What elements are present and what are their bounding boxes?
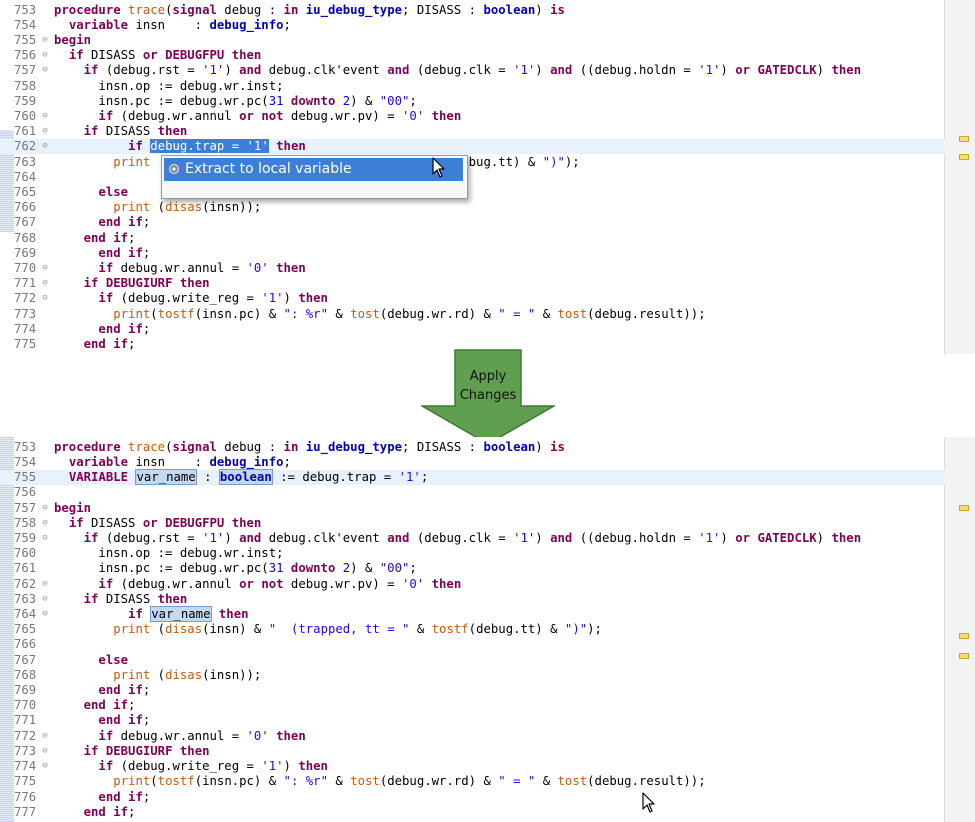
code-line: 762⊖ if (debug.wr.annul or not debug.wr.… <box>14 577 462 591</box>
overview-marker[interactable] <box>959 653 969 659</box>
code-line: 771 end if; <box>14 713 151 727</box>
code-line-current: 755 VARIABLE var_name : boolean := debug… <box>0 469 945 486</box>
code-line: 754 variable insn : debug_info; <box>14 455 291 469</box>
code-line: 758 insn.op := debug.wr.inst; <box>14 79 284 93</box>
code-line: 768 end if; <box>14 231 136 245</box>
code-line: 775 end if; <box>14 337 136 351</box>
apply-changes-arrow: Apply Changes <box>419 349 557 445</box>
code-line: 759⊖ if (debug.rst = '1') and debug.clk'… <box>14 531 862 545</box>
code-line: 769 end if; <box>14 246 151 260</box>
text-selection[interactable]: debug.trap = '1' <box>150 139 269 153</box>
overview-marker[interactable] <box>959 505 969 511</box>
variable-type-link[interactable]: boolean <box>218 469 273 485</box>
change-marker-bar <box>0 130 14 232</box>
code-line: 767 else <box>14 653 129 667</box>
overview-ruler <box>944 437 975 822</box>
code-line: 770 end if; <box>14 698 136 712</box>
overview-marker[interactable] <box>959 633 969 639</box>
code-line: 766 <box>14 637 37 651</box>
code-line: 760 insn.op := debug.wr.inst; <box>14 546 284 560</box>
code-line: 763⊖ if DISASS then <box>14 592 188 606</box>
code-line: 763 print tostf(debug.tt) & ")"); <box>14 155 580 169</box>
code-line: 774⊖ if (debug.write_reg = '1') then <box>14 759 328 773</box>
overview-marker[interactable] <box>959 136 969 142</box>
code-line: 775 print(tostf(insn.pc) & ": %r" & tost… <box>14 774 706 788</box>
code-line: 761⊖ if DISASS then <box>14 124 188 138</box>
code-line: 773 print(tostf(insn.pc) & ": %r" & tost… <box>14 307 706 321</box>
code-line: 767 end if; <box>14 215 151 229</box>
code-line: 765 else <box>14 185 129 199</box>
code-line: 757⊖ if (debug.rst = '1') and debug.clk'… <box>14 63 862 77</box>
code-line: 759 insn.pc := debug.wr.pc(31 downto 2) … <box>14 94 417 108</box>
arrow-label: Apply Changes <box>459 369 517 403</box>
code-line: 764⊖ if var_name then <box>14 606 249 622</box>
code-line: 755⊖begin <box>14 33 92 47</box>
mouse-cursor-icon <box>432 157 445 178</box>
variable-name-selection[interactable]: var_name <box>135 469 197 485</box>
code-line: 756⊖ if DISASS or DEBUGFPU then <box>14 48 262 62</box>
overview-ruler <box>944 0 975 354</box>
code-line: 774 end if; <box>14 322 151 336</box>
code-line: 758⊖ if DISASS or DEBUGFPU then <box>14 516 262 530</box>
code-line: 769 end if; <box>14 683 151 697</box>
code-line: 754 variable insn : debug_info; <box>14 18 291 32</box>
code-line: 770⊖ if debug.wr.annul = '0' then <box>14 261 306 275</box>
code-line-current: 762⊖ if debug.trap = '1' then <box>0 139 945 155</box>
overview-marker[interactable] <box>959 154 969 160</box>
code-line: 760⊖ if (debug.wr.annul or not debug.wr.… <box>14 109 462 123</box>
quick-assist-popup: Extract to local variable <box>161 155 468 199</box>
variable-reference[interactable]: var_name <box>150 606 212 622</box>
down-arrow-icon <box>419 349 557 445</box>
code-line: 765 print (disas(insn) & " (trapped, tt … <box>14 622 602 636</box>
menu-item-extract-local-variable[interactable]: Extract to local variable <box>164 158 463 181</box>
code-line: 773⊖ if DEBUGIURF then <box>14 744 210 758</box>
code-line: 772⊖ if (debug.write_reg = '1') then <box>14 291 328 305</box>
mouse-cursor-icon <box>642 792 655 813</box>
code-line: 757⊖begin <box>14 501 92 515</box>
code-line: 756 <box>14 485 37 499</box>
code-line: 768 print (disas(insn)); <box>14 668 262 682</box>
code-line: 772⊖ if debug.wr.annul = '0' then <box>14 729 306 743</box>
code-line: 761 insn.pc := debug.wr.pc(31 downto 2) … <box>14 561 417 575</box>
code-line: 776 end if; <box>14 790 151 804</box>
code-line: 771⊖ if DEBUGIURF then <box>14 276 210 290</box>
code-line: 766 print (disas(insn)); <box>14 200 262 214</box>
code-line: 777 end if; <box>14 805 136 819</box>
code-line: 764 <box>14 170 37 184</box>
proposal-icon <box>169 164 179 174</box>
change-marker-bar <box>0 437 14 822</box>
